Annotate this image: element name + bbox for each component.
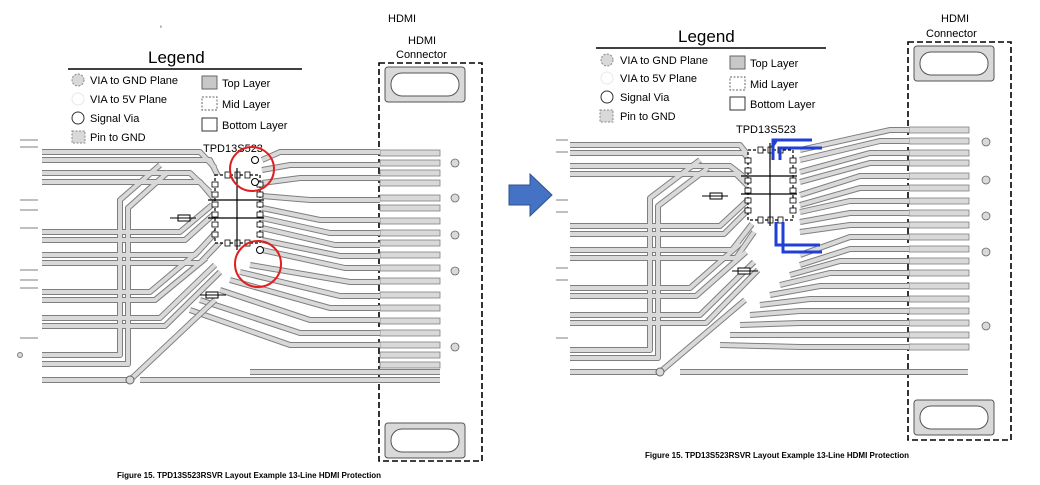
left-legend-title: Legend	[148, 48, 205, 67]
via-gnd-icon	[600, 53, 614, 67]
pin-gnd-icon	[599, 109, 614, 123]
left-traces-to-connector	[189, 149, 380, 348]
mid-layer-swatch	[201, 96, 218, 111]
right-layout: Legend VIA to GND Plane VIA to 5V Plane …	[556, 13, 1012, 460]
bottom-layer-swatch	[729, 96, 746, 111]
bottom-layer-swatch	[201, 117, 218, 132]
left-legend-bottom-layer: Bottom Layer	[201, 117, 288, 132]
left-legend-signal-via: Signal Via	[71, 111, 140, 125]
left-connector-pads	[379, 149, 441, 369]
right-legend-signal-via: Signal Via	[600, 90, 670, 104]
left-legend-top-layer: Top Layer	[201, 75, 271, 90]
right-capacitors	[702, 192, 758, 275]
left-bottom-traces	[42, 297, 440, 385]
pin-gnd-icon	[71, 130, 86, 144]
svg-text:Mid Layer: Mid Layer	[222, 99, 271, 111]
left-chip-label: TPD13S523	[203, 143, 263, 155]
left-layout: ʻ Legend VIA to GND Plane VIA to 5V Plan…	[17, 13, 483, 480]
svg-text:Pin to GND: Pin to GND	[90, 132, 146, 144]
left-highlight-circle-top	[229, 146, 275, 192]
right-legend-bottom-layer: Bottom Layer	[729, 96, 816, 111]
right-signal-traces	[570, 145, 758, 358]
via-5v-icon	[600, 71, 614, 85]
right-connector-title: Connector	[926, 28, 977, 40]
svg-text:Pin to GND: Pin to GND	[620, 111, 676, 123]
signal-via-icon	[600, 90, 614, 104]
left-legend-via-5v: VIA to 5V Plane	[71, 92, 167, 106]
right-legend-mid-layer: Mid Layer	[729, 76, 799, 91]
left-hdmi-connector	[378, 62, 483, 462]
right-connector-title-hdmi: HDMI	[941, 13, 969, 25]
left-signal-traces	[42, 152, 222, 364]
right-stub-lines	[556, 139, 568, 339]
right-bottom-traces	[570, 297, 968, 377]
right-hdmi-connector	[907, 41, 1012, 441]
top-layer-swatch	[729, 55, 746, 70]
svg-text:Bottom Layer: Bottom Layer	[750, 99, 816, 111]
transition-arrow-icon	[508, 172, 553, 218]
svg-text:VIA to GND Plane: VIA to GND Plane	[90, 75, 178, 87]
left-legend-via-gnd: VIA to GND Plane	[71, 73, 178, 87]
left-capacitors	[170, 214, 226, 299]
right-legend-title: Legend	[678, 27, 735, 46]
right-figure-caption: Figure 15. TPD13S523RSVR Layout Example …	[645, 451, 909, 460]
svg-text:Signal Via: Signal Via	[620, 92, 670, 104]
left-connector-title: Connector	[396, 49, 447, 61]
left-legend-pin-gnd: Pin to GND	[71, 130, 146, 144]
svg-text:VIA to GND Plane: VIA to GND Plane	[620, 55, 708, 67]
svg-text:VIA to 5V Plane: VIA to 5V Plane	[620, 73, 697, 85]
signal-via-icon	[71, 111, 85, 125]
via-5v-icon	[71, 92, 85, 106]
left-connector-title-top: HDMI	[388, 13, 416, 25]
left-figure-caption: Figure 15. TPD13S523RSVR Layout Example …	[117, 471, 381, 480]
top-layer-swatch	[201, 75, 218, 90]
svg-text:Signal Via: Signal Via	[90, 113, 140, 125]
left-highlight-circle-bottom	[234, 240, 282, 288]
svg-text:Mid Layer: Mid Layer	[750, 79, 799, 91]
right-legend-pin-gnd: Pin to GND	[599, 109, 676, 123]
svg-text:VIA to 5V Plane: VIA to 5V Plane	[90, 94, 167, 106]
right-legend-via-gnd: VIA to GND Plane	[600, 53, 708, 67]
svg-text:Bottom Layer: Bottom Layer	[222, 120, 288, 132]
svg-text:Top Layer: Top Layer	[750, 58, 799, 70]
right-tpd13s523-chip	[741, 143, 797, 226]
left-connector-vias	[450, 158, 460, 352]
left-title-ghost: ʻ	[160, 24, 162, 34]
left-stub-lines	[17, 139, 38, 358]
right-connector-pads	[908, 126, 970, 351]
right-legend-top-layer: Top Layer	[729, 55, 799, 70]
right-traces-to-connector	[719, 127, 909, 350]
right-rerouted-traces	[770, 138, 822, 254]
svg-text:Top Layer: Top Layer	[222, 78, 271, 90]
left-connector-title-hdmi: HDMI	[408, 35, 436, 47]
right-connector-vias	[981, 137, 991, 331]
via-gnd-icon	[71, 73, 85, 87]
left-legend-mid-layer: Mid Layer	[201, 96, 271, 111]
mid-layer-swatch	[729, 76, 746, 91]
right-legend-via-5v: VIA to 5V Plane	[600, 71, 697, 85]
right-chip-label: TPD13S523	[736, 124, 796, 136]
